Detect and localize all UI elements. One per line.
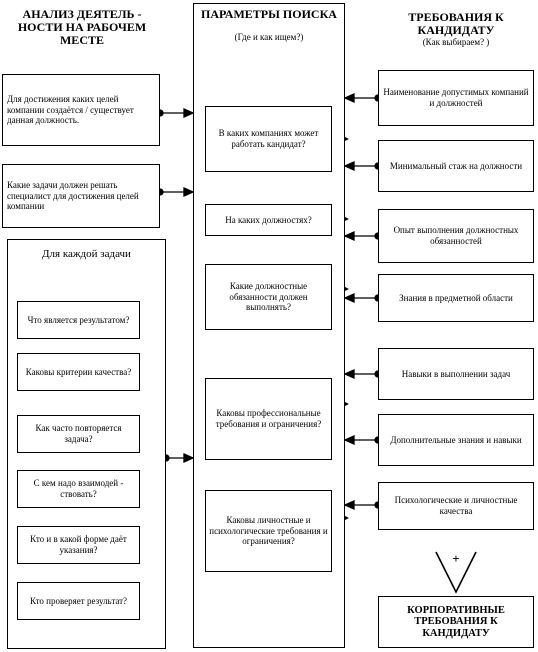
requirement-item: Знания в предметной области [378,274,534,322]
requirement-text: Психологические и личностные качества [394,495,518,516]
requirement-text: Навыки в выполнении задач [401,368,511,379]
requirement-text: Минимальный стаж на должности [389,160,523,171]
requirement-item: Минимальный стаж на должности [378,140,534,192]
search-param-item: В каких компаниях может работать кандида… [205,106,332,172]
each-task-item-text: С кем надо взаимодей - ствовать? [33,478,124,499]
requirement-text: Знания в предметной области [399,292,513,303]
connector-each-task-arrow [183,452,195,464]
requirement-item: Навыки в выполнении задач [378,348,534,400]
each-task-item-text: Как часто повторяется задача? [35,423,122,444]
each-task-item: С кем надо взаимодей - ствовать? [17,470,140,508]
search-param-item: На каких должностях? [205,204,332,236]
each-task-item: Кто и в какой форме даёт указания? [17,526,140,564]
each-task-item: Что является результатом? [17,301,140,339]
requirement-text: Опыт выполнения должностных обязанностей [393,225,519,246]
goal-box: Для достижения каких целей компании созд… [2,74,160,146]
search-param-text: На каких должностях? [225,214,312,225]
connector-tasks-arrow [183,186,195,198]
requirement-text: Дополнительные знания и навыки [390,434,522,445]
requirement-item: Наименование допустимых компаний и должн… [378,70,534,126]
center-column-title: ПАРАМЕТРЫ ПОИСКА [201,7,337,21]
plus-sign: + [452,551,460,566]
merge-triangle [435,551,477,594]
each-task-title: Для каждой задачи [42,248,131,260]
search-param-text: Каковы личностные и психологические треб… [209,515,328,547]
tasks-box: Какие задачи должен решать специалист дл… [2,164,160,228]
corporate-requirements-text: КОРПОРАТИВНЫЕ ТРЕБОВАНИЯ К КАНДИДАТУ [407,604,505,639]
connector-goal-arrow [183,107,195,119]
each-task-item-text: Каковы критерии качества? [25,366,132,377]
tasks-box-text: Какие задачи должен решать специалист дл… [7,180,139,212]
search-param-text: Какие должностные обязанности должен вып… [229,281,308,313]
right-column-subtitle: (Как выбираем? ) [422,37,490,47]
left-column-title: АНАЛИЗ ДЕЯТЕЛЬ - НОСТИ НА РАБОЧЕМ МЕСТЕ [17,7,147,48]
center-column-subtitle: (Где и как ищем?) [234,32,304,42]
search-param-text: Каковы профессиональные требования и огр… [215,408,322,429]
search-param-item: Каковы личностные и психологические треб… [205,490,332,572]
requirement-item: Опыт выполнения должностных обязанностей [378,209,534,263]
each-task-item: Кто проверяет результат? [17,582,140,620]
requirement-item: Дополнительные знания и навыки [378,414,534,466]
search-param-text: В каких компаниях может работать кандида… [218,128,319,149]
search-param-item: Какие должностные обязанности должен вып… [205,264,332,330]
requirement-text: Наименование допустимых компаний и должн… [383,87,529,108]
search-param-item: Каковы профессиональные требования и огр… [205,378,332,460]
each-task-item: Как часто повторяется задача? [17,415,140,453]
each-task-item: Каковы критерии качества? [17,353,140,391]
each-task-item-text: Что является результатом? [27,314,130,325]
corporate-requirements-box: КОРПОРАТИВНЫЕ ТРЕБОВАНИЯ К КАНДИДАТУ [378,596,534,648]
requirement-item: Психологические и личностные качества [378,482,534,530]
goal-box-text: Для достижения каких целей компании созд… [7,94,134,126]
right-column-title: ТРЕБОВАНИЯ К КАНДИДАТУ [408,10,504,38]
each-task-item-text: Кто и в какой форме даёт указания? [30,534,127,555]
each-task-item-text: Кто проверяет результат? [29,595,128,606]
